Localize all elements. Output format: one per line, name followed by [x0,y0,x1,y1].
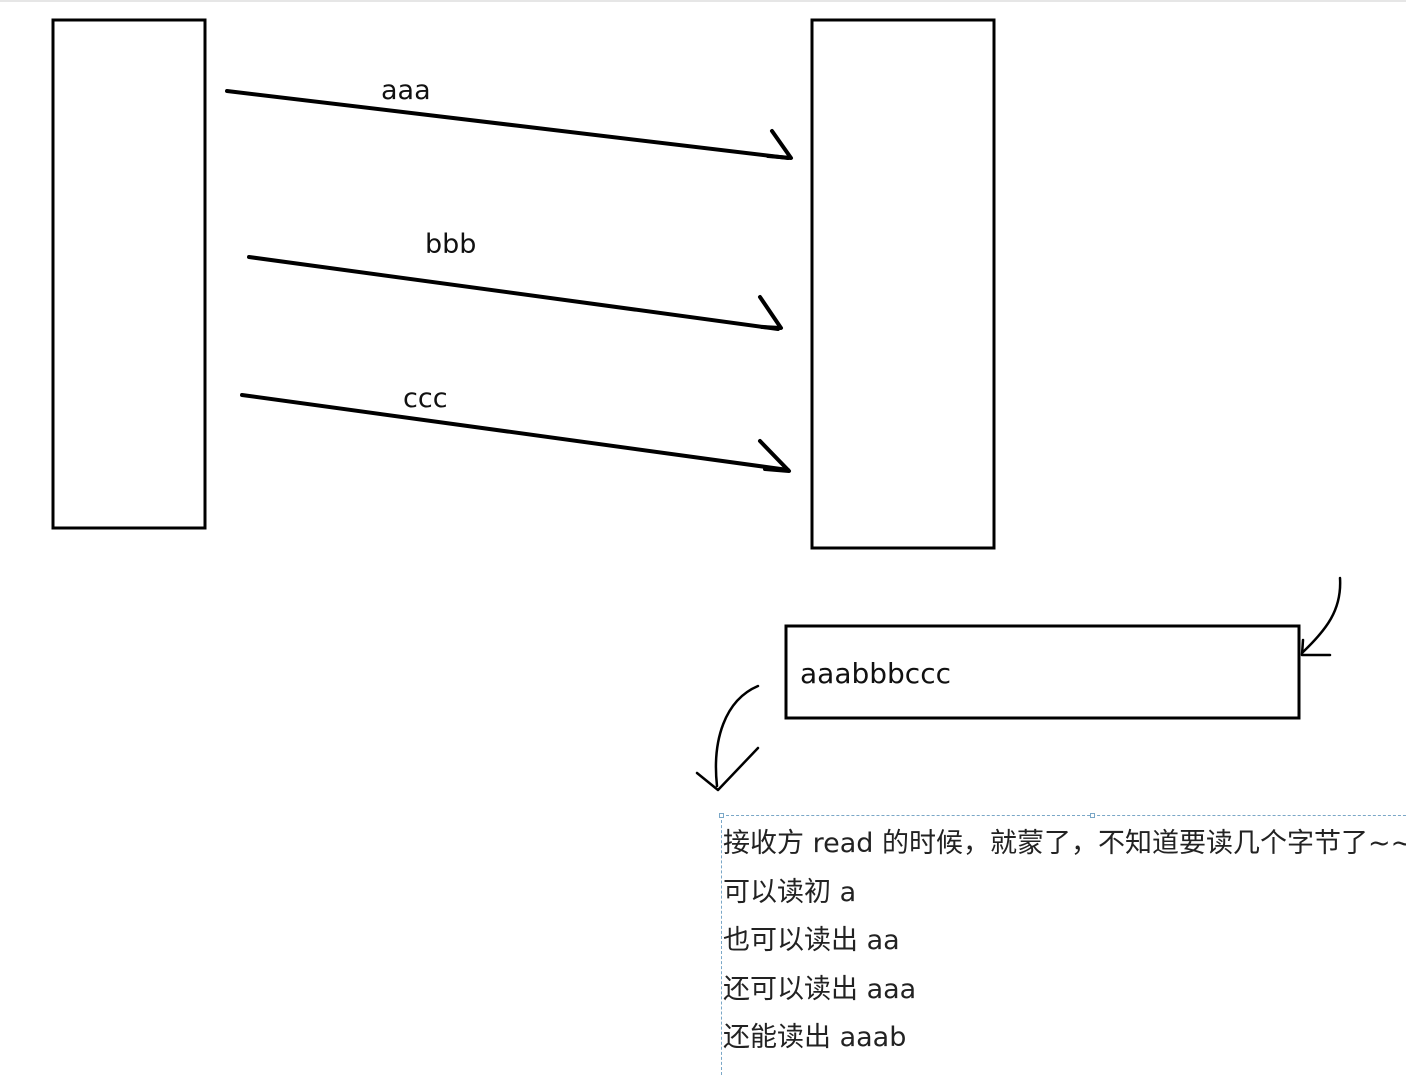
note-line: 也可以读出 aa [723,925,900,956]
note-line: 接收方 read 的时候，就蒙了，不知道要读几个字节了~~ [723,828,1406,859]
arrow-label-bbb: bbb [425,229,476,260]
sender-box [51,18,207,530]
curved-arrow-into-buffer [1300,576,1342,657]
notes-textbox[interactable] [719,813,1406,1075]
note-line: 还可以读出 aaa [723,973,917,1005]
arrow-aaa [225,89,793,160]
selection-handle-top[interactable] [1090,813,1095,818]
selection-handle-left[interactable] [719,813,724,818]
curved-arrow-out-of-buffer [695,684,760,792]
buffer-box [784,624,1301,720]
arrow-bbb [247,255,783,331]
arrow-ccc [240,393,791,473]
top-border [0,0,1406,2]
note-line: 可以读初 a [723,876,857,908]
arrow-label-aaa: aaa [381,75,431,106]
buffer-content: aaabbbccc [800,657,951,690]
arrow-label-ccc: ccc [403,383,448,414]
note-line: 还能读出 aaab [723,1022,907,1053]
receiver-box [810,18,996,550]
notes-lines: 接收方 read 的时候，就蒙了，不知道要读几个字节了~~ 可以读初 a 也可以… [723,822,1406,1065]
